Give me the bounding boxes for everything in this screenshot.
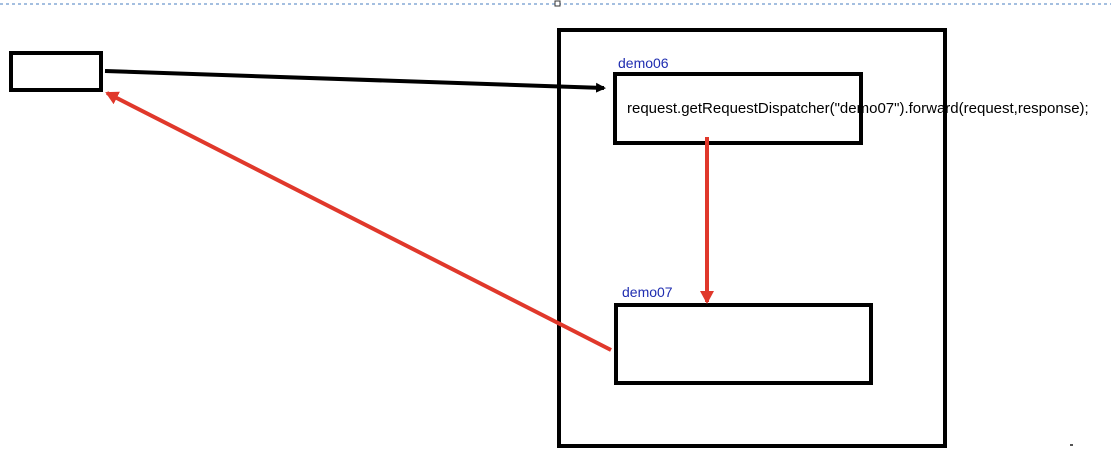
client-box	[9, 51, 103, 92]
selection-handle[interactable]	[554, 0, 561, 7]
forward-code-text: request.getRequestDispatcher("demo07").f…	[627, 100, 1089, 117]
servlet-label-demo06: demo06	[618, 55, 669, 71]
request-arrow	[104, 69, 606, 93]
servlet-box-demo07	[614, 303, 873, 385]
server-container	[557, 28, 947, 448]
servlet-label-demo07: demo07	[622, 284, 673, 300]
stray-mark	[1070, 444, 1073, 446]
servlet-box-demo06	[613, 72, 863, 145]
response-arrow	[105, 91, 612, 352]
